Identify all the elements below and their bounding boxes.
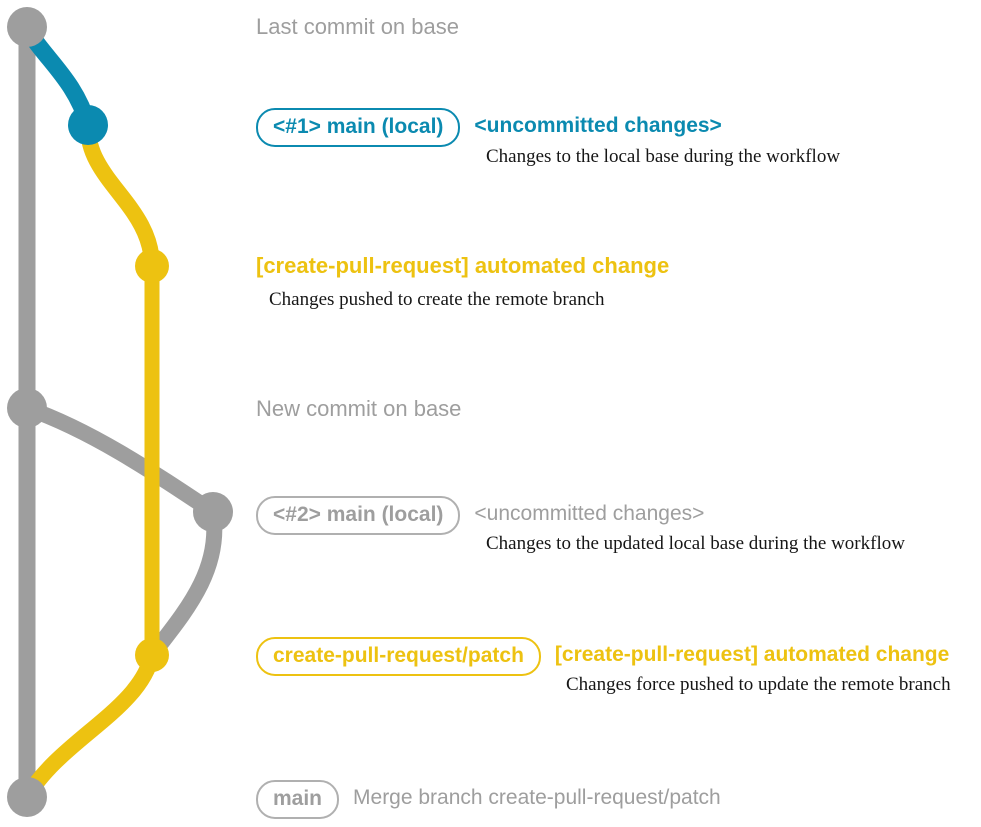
commit-node-remote-update	[135, 638, 169, 672]
commit-subject-local-2: <uncommitted changes>	[474, 502, 705, 525]
commit-node-base-head	[7, 7, 47, 47]
label-remote-branch-created: [create-pull-request] automated change	[256, 253, 670, 278]
row-local-change-1: <#1> main (local) <uncommitted changes>	[256, 108, 722, 147]
commit-node-remote-create	[135, 249, 169, 283]
git-commit-graph	[7, 7, 233, 817]
row-local-change-2: <#2> main (local) <uncommitted changes>	[256, 496, 704, 535]
commit-subject-merge: Merge branch create-pull-request/patch	[353, 786, 721, 809]
commit-description-remote-create: Changes pushed to create the remote bran…	[269, 289, 605, 310]
row-merge-commit: main Merge branch create-pull-request/pa…	[256, 780, 721, 819]
edge-base-new-to-local2	[19, 400, 221, 520]
commit-node-local-1	[68, 105, 108, 145]
row-remote-branch-updated: create-pull-request/patch [create-pull-r…	[256, 637, 949, 676]
commit-description-remote-update: Changes force pushed to update the remot…	[566, 674, 951, 695]
label-last-commit-on-base: Last commit on base	[256, 14, 459, 39]
commit-subject-remote-update: [create-pull-request] automated change	[554, 643, 950, 666]
commit-description-local-1: Changes to the local base during the wor…	[486, 146, 841, 167]
commit-node-local-2	[193, 492, 233, 532]
ref-pill-create-pull-request-patch[interactable]: create-pull-request/patch	[256, 637, 541, 676]
commit-node-base-new	[7, 388, 47, 428]
label-new-commit-on-base: New commit on base	[256, 396, 462, 421]
ref-pill-main-local-1[interactable]: <#1> main (local)	[256, 108, 461, 147]
ref-pill-main[interactable]: main	[256, 780, 340, 819]
commit-node-base-merge	[7, 777, 47, 817]
commit-description-local-2: Changes to the updated local base during…	[486, 533, 905, 554]
edge-remote-update-to-merge	[19, 647, 160, 805]
ref-pill-main-local-2[interactable]: <#2> main (local)	[256, 496, 461, 535]
commit-subject-local-1: <uncommitted changes>	[474, 114, 722, 137]
